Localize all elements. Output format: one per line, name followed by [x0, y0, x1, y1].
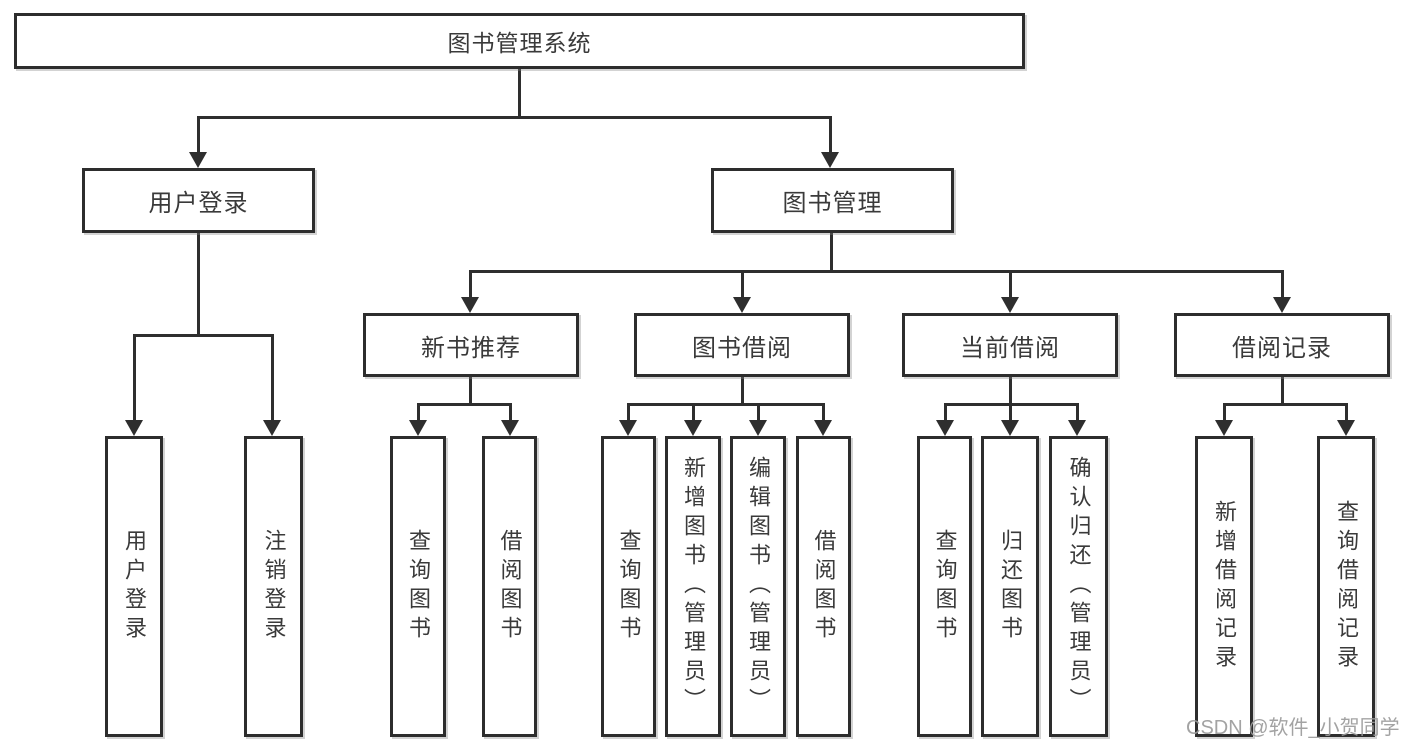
arrow-down-icon [461, 297, 479, 313]
connector-line [469, 270, 1283, 273]
connector-line [197, 116, 831, 119]
node-add-book-admin-label: 新增图书（管理员） [681, 456, 706, 717]
arrow-down-icon [263, 420, 281, 436]
connector-line [133, 334, 274, 337]
connector-line [944, 403, 947, 422]
node-borrow-records-label: 借阅记录 [1232, 334, 1332, 362]
node-borrow-book-leaf: 借阅图书 [796, 436, 851, 737]
node-book-borrow: 图书借阅 [634, 313, 850, 377]
node-new-book-recommend-label: 新书推荐 [421, 334, 521, 362]
node-return-book: 归还图书 [981, 436, 1039, 737]
arrow-down-icon [1215, 420, 1233, 436]
watermark: CSDN @软件_小贺同学 [1186, 717, 1400, 739]
connector-line [509, 403, 512, 422]
connector-line [822, 403, 825, 422]
node-new-book-recommend: 新书推荐 [363, 313, 579, 377]
arrow-down-icon [409, 420, 427, 436]
node-borrow-book-recommend-label: 借阅图书 [497, 528, 523, 645]
connector-line [469, 270, 472, 298]
node-root-label: 图书管理系统 [447, 30, 592, 56]
node-current-borrow-label: 当前借阅 [960, 334, 1060, 362]
arrow-down-icon [814, 420, 832, 436]
node-confirm-return-admin-label: 确认归还（管理员） [1066, 456, 1092, 717]
arrow-down-icon [1001, 297, 1019, 313]
node-add-borrow-record: 新增借阅记录 [1195, 436, 1253, 737]
node-borrow-records: 借阅记录 [1174, 313, 1390, 377]
node-current-borrow: 当前借阅 [902, 313, 1118, 377]
connector-line [1281, 377, 1284, 406]
arrow-down-icon [1001, 420, 1019, 436]
connector-line [1009, 270, 1012, 298]
node-book-borrow-label: 图书借阅 [692, 334, 792, 362]
node-user-login: 用户登录 [82, 168, 315, 233]
connector-line [197, 233, 200, 336]
node-edit-book-admin: 编辑图书（管理员） [730, 436, 786, 737]
connector-line [271, 334, 274, 422]
connector-line [627, 403, 825, 406]
arrow-down-icon [189, 152, 207, 168]
arrow-down-icon [125, 420, 143, 436]
node-confirm-return-admin: 确认归还（管理员） [1049, 436, 1108, 737]
node-edit-book-admin-label: 编辑图书（管理员） [746, 456, 771, 717]
connector-line [1223, 403, 1348, 406]
connector-line [197, 116, 200, 154]
node-user-login-label: 用户登录 [148, 190, 249, 217]
arrow-down-icon [1273, 297, 1291, 313]
connector-line [469, 377, 472, 406]
node-add-borrow-record-label: 新增借阅记录 [1212, 499, 1237, 674]
connector-line [1076, 403, 1079, 422]
connector-line [741, 377, 744, 406]
node-query-book-current-label: 查询图书 [932, 528, 958, 645]
node-book-management-label: 图书管理 [782, 190, 883, 217]
node-add-book-admin: 新增图书（管理员） [665, 436, 721, 737]
node-query-borrow-record-label: 查询借阅记录 [1334, 499, 1359, 674]
node-root: 图书管理系统 [14, 13, 1025, 69]
connector-line [518, 68, 521, 117]
arrow-down-icon [619, 420, 637, 436]
node-query-book-recommend-label: 查询图书 [406, 528, 431, 645]
arrow-down-icon [821, 152, 839, 168]
node-query-book-borrow-label: 查询图书 [616, 528, 642, 645]
connector-line [417, 403, 420, 422]
node-logout-leaf-label: 注销登录 [261, 528, 287, 645]
node-query-borrow-record: 查询借阅记录 [1317, 436, 1375, 737]
node-logout-leaf: 注销登录 [244, 436, 303, 737]
arrow-down-icon [936, 420, 954, 436]
connector-line [1223, 403, 1226, 422]
connector-line [692, 403, 695, 422]
arrow-down-icon [733, 297, 751, 313]
connector-line [1281, 270, 1284, 298]
node-borrow-book-leaf-label: 借阅图书 [811, 528, 837, 645]
connector-line [1009, 403, 1012, 422]
connector-line [627, 403, 630, 422]
arrow-down-icon [684, 420, 702, 436]
node-book-management: 图书管理 [711, 168, 954, 233]
node-query-book-current: 查询图书 [917, 436, 972, 737]
arrow-down-icon [749, 420, 767, 436]
node-query-book-borrow: 查询图书 [601, 436, 656, 737]
connector-line [741, 270, 744, 298]
node-borrow-book-recommend: 借阅图书 [482, 436, 537, 737]
arrow-down-icon [1068, 420, 1086, 436]
connector-line [1345, 403, 1348, 422]
connector-line [1009, 377, 1012, 406]
arrow-down-icon [501, 420, 519, 436]
connector-line [757, 403, 760, 422]
connector-line [830, 233, 833, 272]
connector-line [417, 403, 512, 406]
node-return-book-label: 归还图书 [998, 528, 1023, 645]
connector-line [829, 116, 832, 154]
node-user-login-leaf: 用户登录 [105, 436, 163, 737]
arrow-down-icon [1337, 420, 1355, 436]
connector-line [133, 334, 136, 422]
node-query-book-recommend: 查询图书 [390, 436, 446, 737]
node-user-login-leaf-label: 用户登录 [122, 528, 147, 645]
